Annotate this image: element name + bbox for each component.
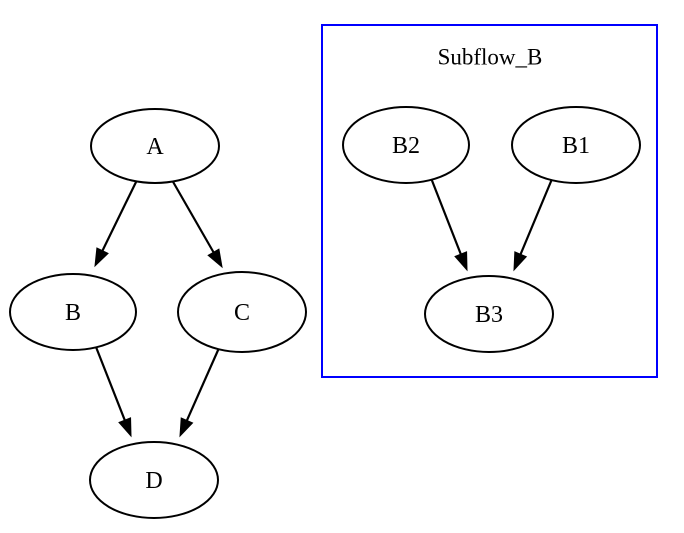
node-label: B3 [475, 302, 503, 328]
edge-A-C [171, 179, 223, 269]
node-ellipse[interactable] [9, 273, 137, 351]
node-ellipse[interactable] [90, 108, 220, 184]
edge-B2-B3 [429, 177, 468, 272]
node-label: A [146, 134, 164, 160]
node-D[interactable]: D [89, 441, 219, 519]
edges-layer [94, 177, 554, 438]
node-label: B2 [392, 133, 420, 159]
edge-C-D [179, 347, 221, 438]
node-label: C [234, 300, 250, 326]
node-A[interactable]: A [90, 108, 220, 184]
edge-line [94, 346, 127, 423]
edge-arrowhead [207, 248, 223, 269]
node-ellipse[interactable] [89, 441, 219, 519]
edge-arrowhead [118, 417, 132, 438]
edge-line [100, 179, 138, 254]
cluster-label: Subflow_B [438, 45, 543, 70]
node-B1[interactable]: B1 [511, 106, 641, 184]
node-ellipse[interactable] [342, 106, 470, 184]
node-B[interactable]: B [9, 273, 137, 351]
node-label: B [65, 300, 81, 326]
node-label: D [145, 468, 162, 494]
node-B3[interactable]: B3 [424, 275, 554, 353]
edge-B-D [94, 346, 132, 438]
edge-line [429, 177, 463, 257]
edge-arrowhead [454, 251, 468, 272]
edge-A-B [94, 179, 138, 268]
node-ellipse[interactable] [511, 106, 641, 184]
node-C[interactable]: C [177, 271, 307, 353]
clusters-layer: Subflow_B [321, 24, 658, 378]
node-B2[interactable]: B2 [342, 106, 470, 184]
edge-arrowhead [513, 251, 528, 272]
edge-B1-B3 [513, 178, 554, 272]
edge-line [518, 178, 554, 257]
cluster-cluster_subflow_b: Subflow_B [321, 24, 658, 378]
node-label: B1 [562, 133, 590, 159]
edge-arrowhead [94, 247, 109, 268]
edge-arrowhead [179, 417, 194, 438]
edge-line [185, 347, 221, 423]
node-ellipse[interactable] [177, 271, 307, 353]
edge-line [171, 179, 216, 255]
cluster-border [321, 24, 658, 378]
node-ellipse[interactable] [424, 275, 554, 353]
